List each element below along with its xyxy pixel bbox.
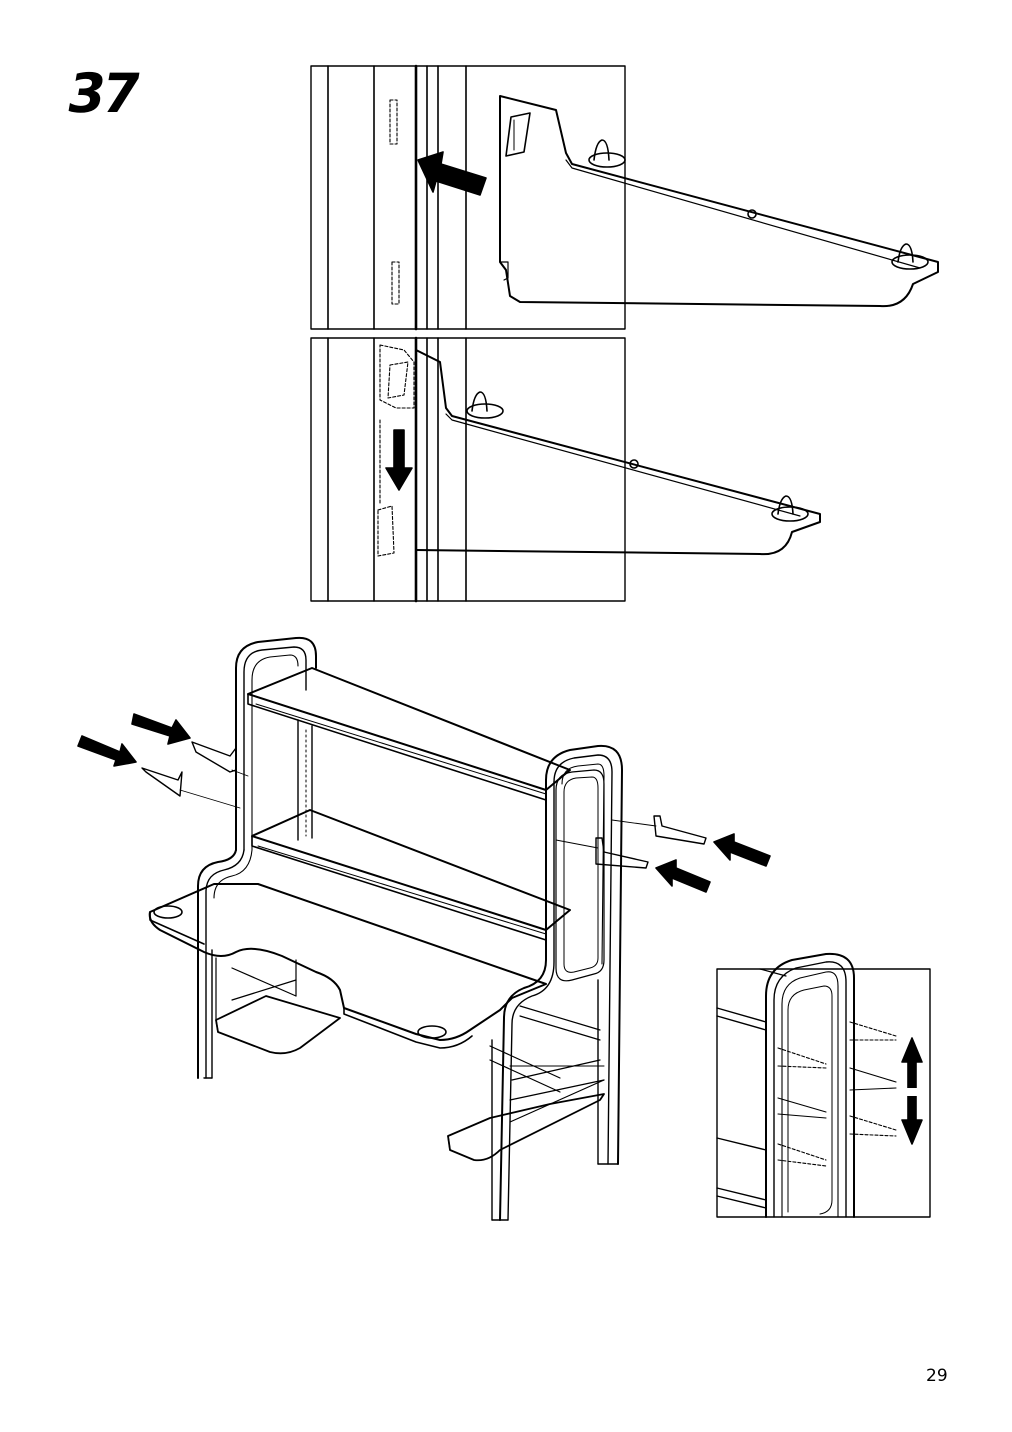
- arrow-left-icon: [655, 859, 711, 893]
- arrow-left-icon: [713, 833, 771, 867]
- desk-overview: [77, 636, 771, 1221]
- arrow-right-icon: [77, 735, 137, 767]
- detail-bracket-slide-down: [310, 336, 821, 603]
- arrow-right-icon: [131, 713, 191, 745]
- arrow-down-icon: [385, 429, 413, 491]
- detail-bracket-insert: [310, 64, 939, 331]
- detail-adjustable-height: [716, 952, 931, 1218]
- arrow-left-icon: [417, 151, 487, 196]
- page-number: 29: [926, 1366, 948, 1386]
